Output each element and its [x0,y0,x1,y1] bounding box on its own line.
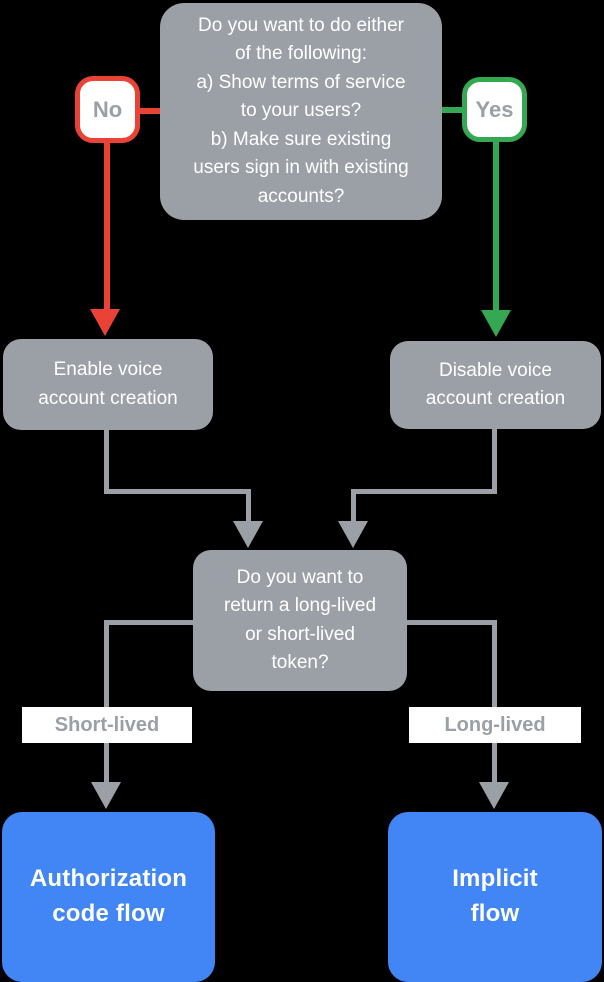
no-connector-vertical [104,141,110,311]
edge-label-long-lived: Long-lived [409,707,581,743]
yes-connector-vertical [493,139,499,311]
enable-connector-horizontal [104,489,251,494]
node-question-token-lifetime: Do you want to return a long-lived or sh… [193,550,407,691]
edge-label-short-lived: Short-lived [22,707,192,743]
disable-connector-horizontal [354,489,497,494]
decision-badge-yes: Yes [462,77,527,142]
enable-connector-drop [246,489,251,523]
decision-badge-no: No [75,76,140,143]
short-lived-connector-vertical [104,620,109,783]
yes-arrowhead-icon [481,310,511,337]
enable-arrowhead-icon [233,521,263,548]
enable-connector-vertical [104,430,109,492]
node-authorization-code-flow: Authorization code flow [2,812,215,982]
long-lived-arrowhead-icon [479,782,509,809]
yes-connector-horizontal [442,107,462,113]
node-disable-voice-account-creation: Disable voice account creation [390,341,601,429]
node-question-terms-of-service: Do you want to do either of the followin… [160,3,442,220]
short-lived-connector-horizontal [104,620,193,625]
node-implicit-flow: Implicit flow [388,812,602,982]
long-lived-connector-horizontal [407,620,497,625]
disable-arrowhead-icon [338,521,368,548]
disable-connector-drop [351,489,356,523]
no-arrowhead-icon [90,309,120,336]
long-lived-connector-vertical [492,620,497,783]
node-enable-voice-account-creation: Enable voice account creation [3,339,213,430]
no-connector-horizontal [140,108,160,114]
short-lived-arrowhead-icon [91,782,121,809]
disable-connector-vertical [492,428,497,492]
